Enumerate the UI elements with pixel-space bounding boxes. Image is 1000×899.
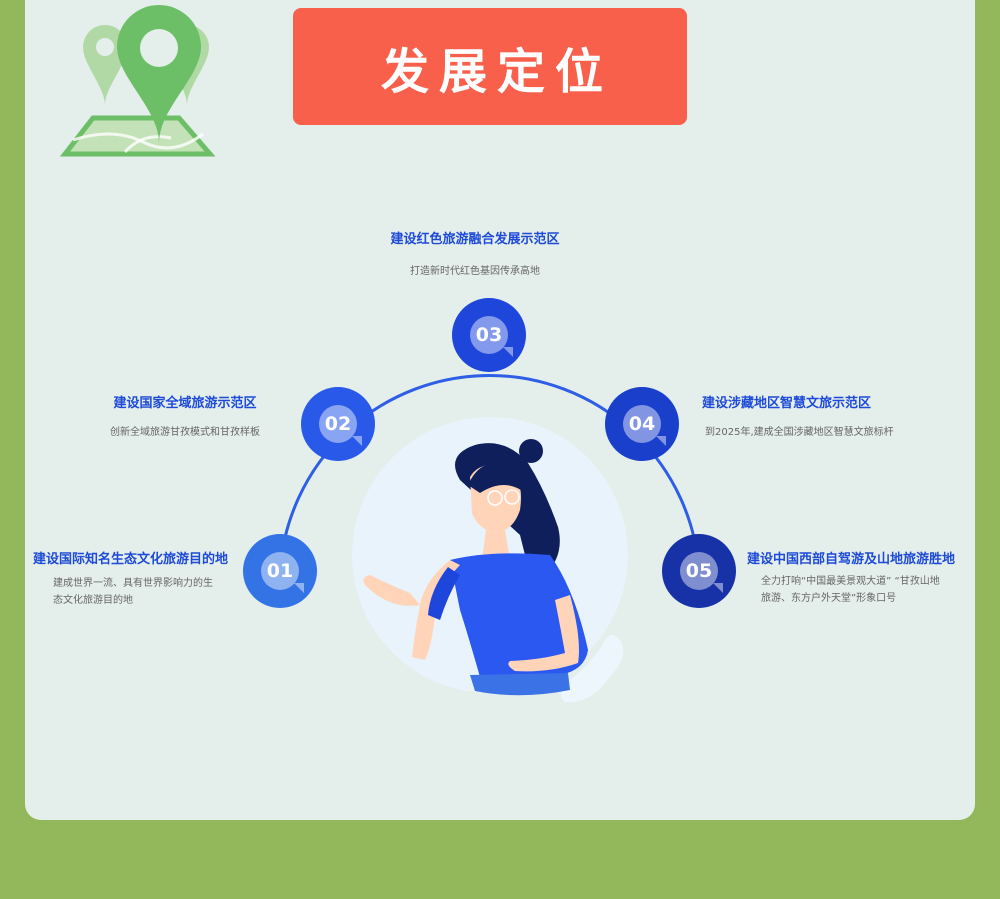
position-desc-05: 全力打响“中国最美景观大道” “甘孜山地旅游、东方户外天堂”形象口号 [761,576,940,604]
speech-bubble-icon: 04 [623,405,661,443]
position-number: 03 [475,324,503,346]
page-title: 发展定位 [380,43,613,100]
position-title-04: 建设涉藏地区智慧文旅示范区 [702,396,872,411]
speech-bubble-icon: 01 [261,552,299,590]
position-title-02: 建设国家全域旅游示范区 [113,396,257,411]
position-desc-01: 建成世界一流、具有世界影响力的生态文化旅游目的地 [53,578,213,606]
position-number: 02 [324,413,352,435]
woman-illustration [352,417,628,703]
speech-bubble-icon: 03 [470,316,508,354]
position-number: 05 [685,560,713,582]
content-panel: 发展定位 03 02 04 01 [25,0,975,820]
position-title-01: 建设国际知名生态文化旅游目的地 [33,552,229,567]
position-number: 01 [266,560,294,582]
speech-bubble-icon: 02 [319,405,357,443]
position-desc-04: 到2025年,建成全国涉藏地区智慧文旅标杆 [705,427,894,438]
speech-bubble-icon: 05 [680,552,718,590]
connector-arc [278,374,701,572]
position-number: 04 [628,413,656,435]
title-banner: 发展定位 [293,8,687,125]
position-node-04: 04 [605,387,679,461]
position-node-05: 05 [662,534,736,608]
position-node-02: 02 [301,387,375,461]
position-node-03: 03 [452,298,526,372]
position-node-01: 01 [243,534,317,608]
position-title-05: 建设中国西部自驾游及山地旅游胜地 [747,552,956,567]
position-desc-03: 打造新时代红色基因传承高地 [410,266,540,277]
position-desc-02: 创新全域旅游甘孜模式和甘孜样板 [110,427,260,438]
map-pin-icon [59,5,216,157]
position-title-03: 建设红色旅游融合发展示范区 [390,232,560,247]
